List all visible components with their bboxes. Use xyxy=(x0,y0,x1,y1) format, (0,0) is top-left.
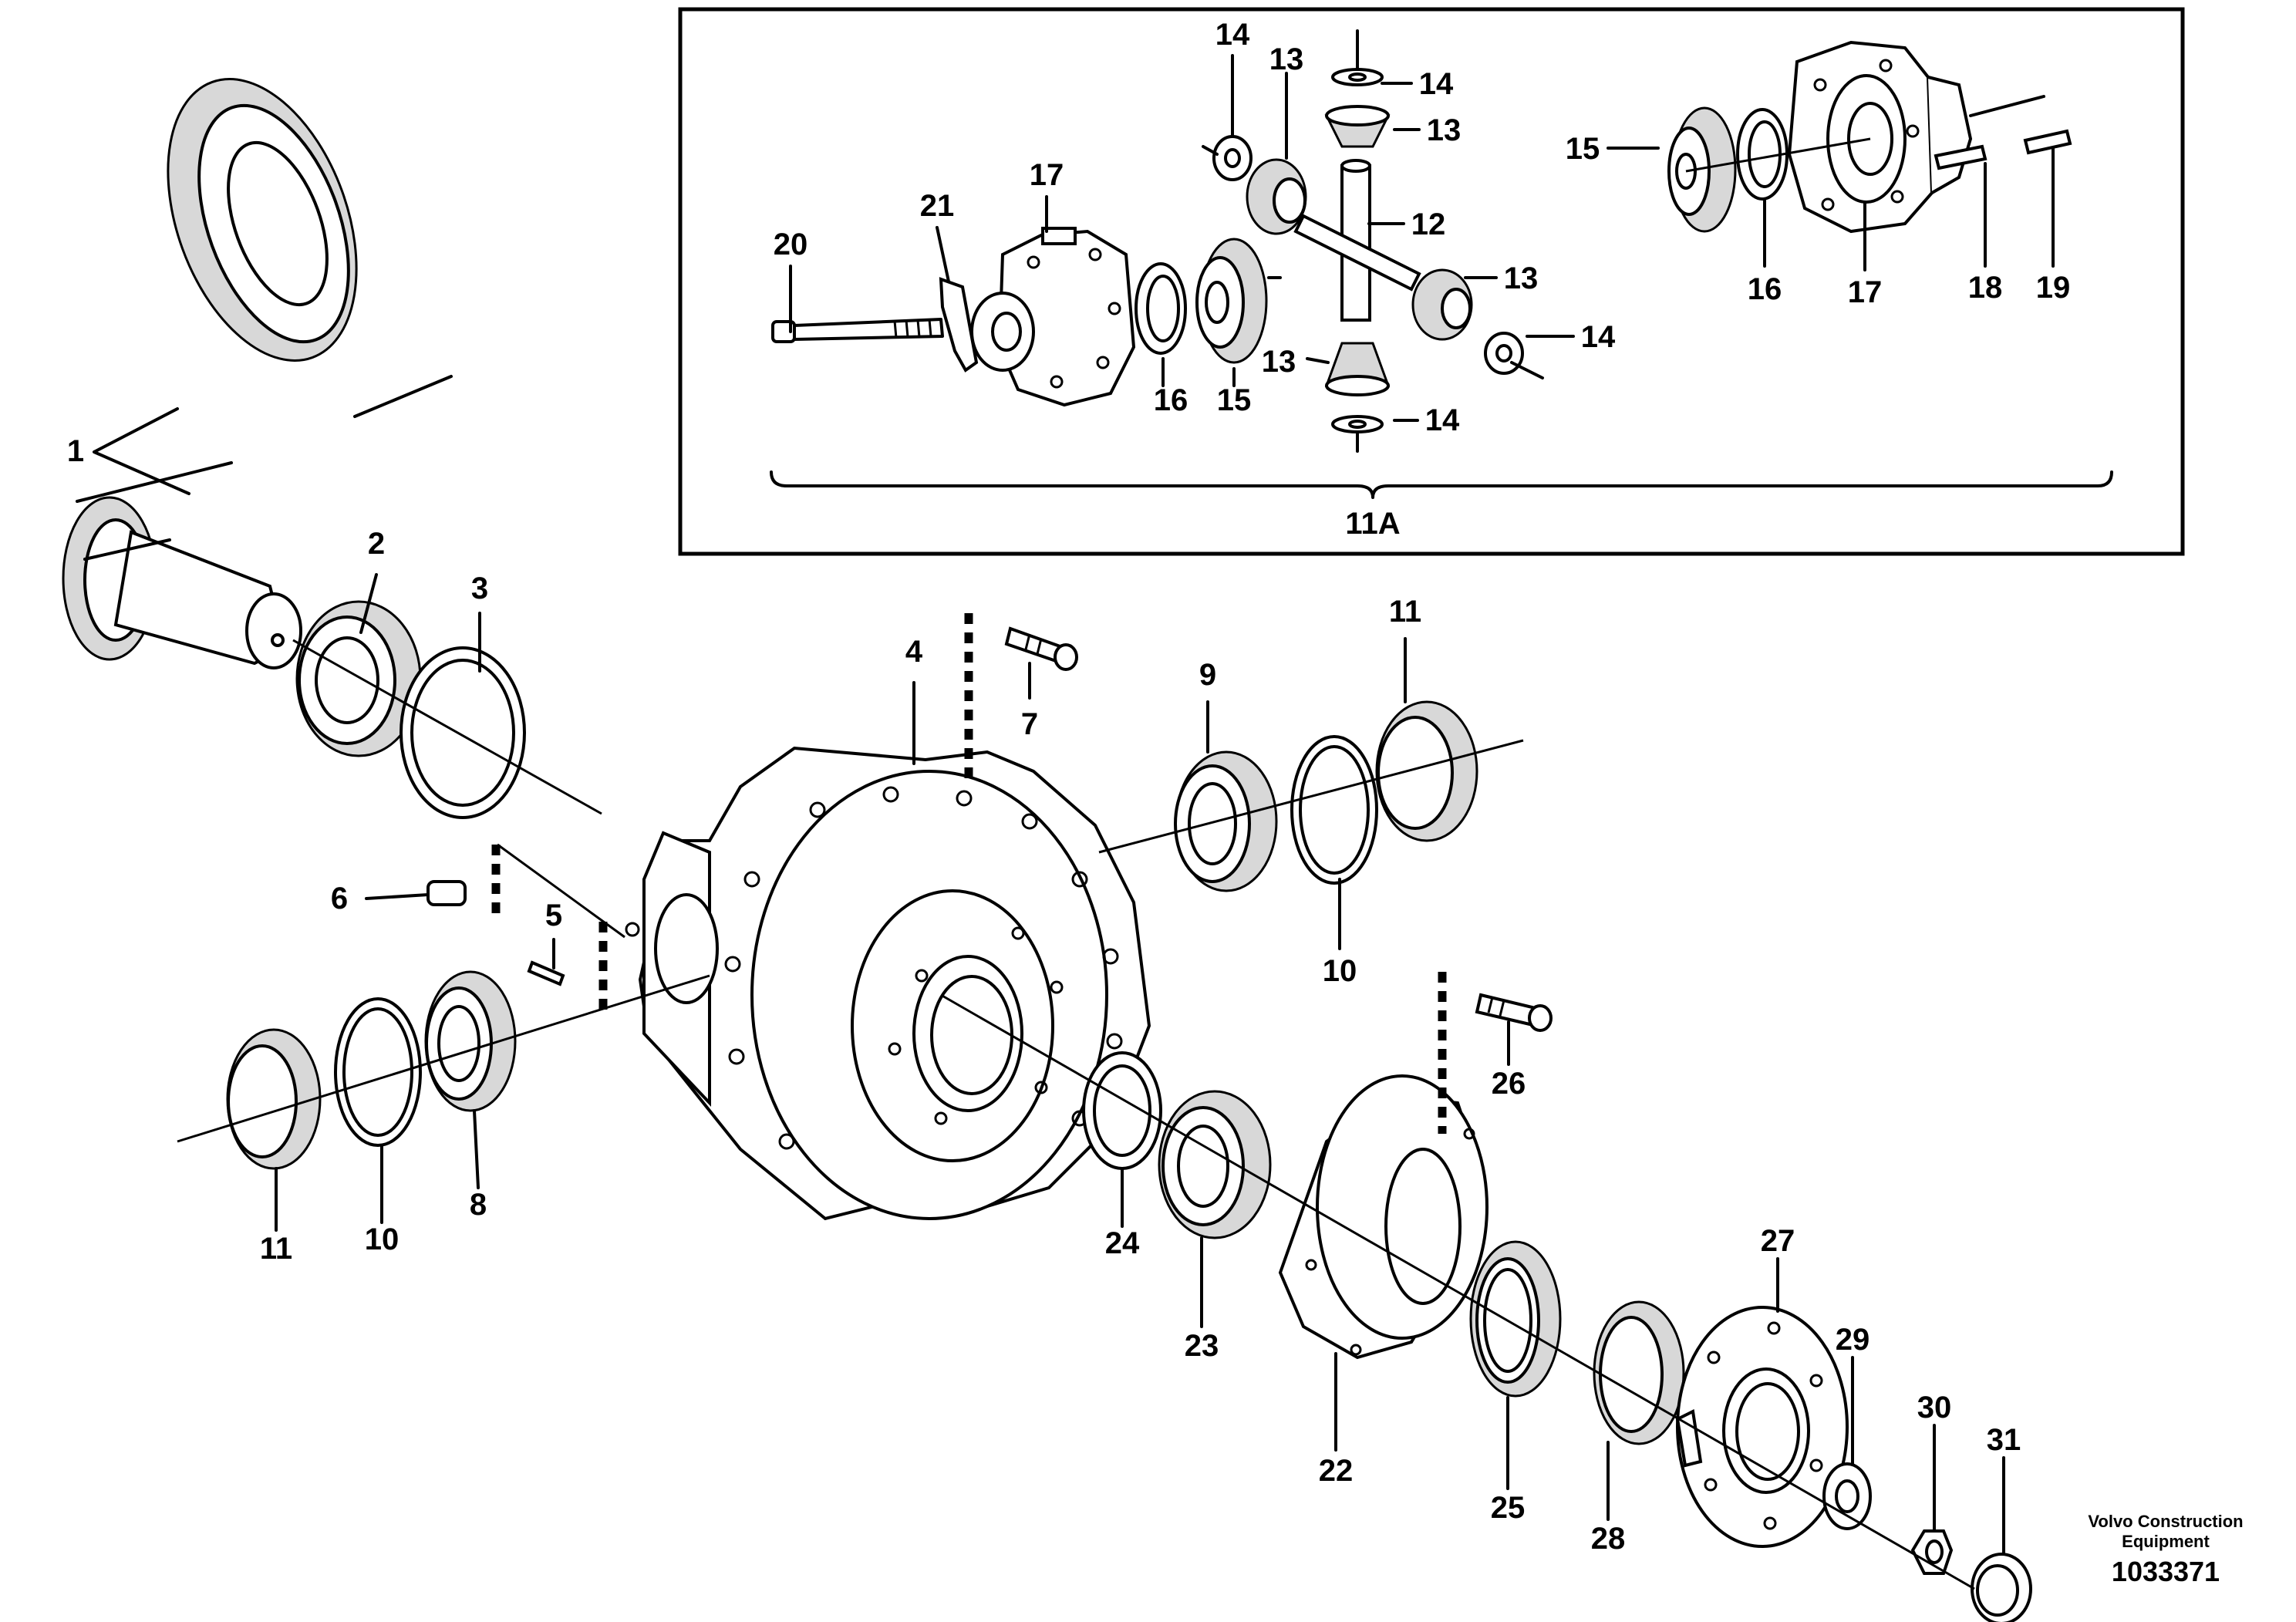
adjusting-nut-11-right xyxy=(1375,700,1478,842)
callout-13-d: 13 xyxy=(1262,345,1296,379)
callout-26: 26 xyxy=(1492,1067,1526,1101)
callout-15-left: 15 xyxy=(1217,383,1252,417)
callout-1: 1 xyxy=(67,434,84,468)
callout-13-b: 13 xyxy=(1427,113,1462,147)
callout-4: 4 xyxy=(905,635,923,669)
washer-29 xyxy=(1822,1462,1872,1530)
shim-ring-3 xyxy=(400,646,526,819)
shim-10-right xyxy=(1290,735,1378,885)
callout-6: 6 xyxy=(331,882,348,916)
dowel-pin-6 xyxy=(426,843,625,939)
lock-plate-21 xyxy=(939,277,979,373)
washer-14-left xyxy=(1202,135,1253,181)
callout-17-left: 17 xyxy=(1030,158,1064,192)
axis-line-output xyxy=(940,993,1975,1590)
pinion-gear-13-left xyxy=(1246,158,1307,235)
bearing-8 xyxy=(424,970,517,1112)
side-gear-15-left xyxy=(1195,238,1282,364)
thrust-washer-16-left xyxy=(1135,262,1187,355)
side-gear-15-right xyxy=(1667,106,1737,233)
thrust-washer-16-right xyxy=(1736,108,1789,201)
callout-30: 30 xyxy=(1917,1391,1952,1425)
callout-8: 8 xyxy=(470,1188,487,1222)
callout-23: 23 xyxy=(1185,1329,1219,1363)
callout-29: 29 xyxy=(1836,1323,1870,1357)
callout-14-a: 14 xyxy=(1215,18,1250,52)
callout-14-b: 14 xyxy=(1419,67,1454,101)
bearing-cover-22 xyxy=(1278,1074,1489,1360)
callout-17-right: 17 xyxy=(1848,275,1883,309)
brand-line-1: Volvo Construction xyxy=(2088,1512,2243,1531)
washer-14-top xyxy=(1331,29,1384,86)
callout-labels: 1 2 3 4 5 6 7 8 9 10 10 11 11 12 13 13 1… xyxy=(67,18,2070,1556)
callout-5: 5 xyxy=(545,899,562,932)
bearing-23 xyxy=(1158,1090,1272,1239)
callout-28: 28 xyxy=(1591,1522,1626,1556)
callout-16-right: 16 xyxy=(1748,272,1782,306)
inset-label: 11A xyxy=(1345,507,1400,541)
pinion-gear-13-right xyxy=(1411,268,1473,341)
callout-13-c: 13 xyxy=(1504,261,1539,295)
callout-15-right: 15 xyxy=(1566,132,1600,166)
brand-line-2: Equipment xyxy=(2122,1532,2210,1551)
pin-19 xyxy=(2023,129,2072,155)
callout-14-c: 14 xyxy=(1581,320,1616,354)
callout-13-a: 13 xyxy=(1269,42,1304,76)
callout-18: 18 xyxy=(1968,271,2003,305)
callout-27: 27 xyxy=(1761,1224,1795,1258)
bearing-race-24 xyxy=(1082,1051,1162,1170)
crown-wheel-and-pinion-1 xyxy=(62,78,453,669)
nut-30 xyxy=(1910,1529,1954,1575)
callout-16-left: 16 xyxy=(1154,383,1188,417)
pin-18 xyxy=(1934,144,1988,170)
cap-31 xyxy=(1971,1553,2032,1622)
seal-ring-28 xyxy=(1593,1300,1685,1445)
callout-14-d: 14 xyxy=(1425,403,1460,437)
flange-27 xyxy=(1675,1306,1849,1548)
axle-housing-4 xyxy=(625,746,1151,1221)
cross-shaft-12 xyxy=(1293,159,1421,322)
footer-brand: Volvo Construction Equipment 1033371 xyxy=(2088,1512,2243,1587)
bearing-9 xyxy=(1174,750,1278,892)
leader-lines xyxy=(275,54,2055,1556)
callout-11-right: 11 xyxy=(1389,595,1421,629)
roll-pin-5 xyxy=(527,922,608,1010)
callout-20: 20 xyxy=(774,228,808,261)
pinion-gear-13-bottom xyxy=(1324,342,1391,396)
inset-differential-box: 11A xyxy=(678,7,2185,556)
document-number: 1033371 xyxy=(2112,1556,2220,1587)
axis-line-right-diff xyxy=(1098,739,1524,854)
callout-25: 25 xyxy=(1491,1491,1526,1525)
callout-10-right: 10 xyxy=(1323,954,1357,988)
callout-31: 31 xyxy=(1987,1423,2021,1457)
callout-9: 9 xyxy=(1199,658,1216,692)
callout-7: 7 xyxy=(1021,707,1038,741)
callout-2: 2 xyxy=(368,527,385,561)
washer-14-right xyxy=(1484,332,1544,379)
axis-line-pinion xyxy=(292,639,602,815)
bearing-2 xyxy=(295,600,422,757)
diff-case-17-left xyxy=(970,227,1136,407)
bolt-20 xyxy=(771,318,944,343)
washer-14-bottom xyxy=(1331,415,1384,453)
callout-3: 3 xyxy=(471,572,488,605)
diff-case-17-right xyxy=(1787,40,2045,234)
pinion-gear-13-top xyxy=(1324,105,1391,148)
callout-24: 24 xyxy=(1105,1226,1140,1260)
bolt-26 xyxy=(1438,972,1553,1134)
shim-10-left xyxy=(334,997,422,1147)
oil-seal-25 xyxy=(1469,1240,1562,1398)
callout-10-left: 10 xyxy=(365,1222,400,1256)
callout-19: 19 xyxy=(2036,271,2071,305)
callout-21: 21 xyxy=(920,189,955,223)
callout-12: 12 xyxy=(1411,207,1446,241)
adjusting-nut-11-left xyxy=(226,1028,322,1170)
axis-line-left-diff xyxy=(177,974,710,1143)
callout-22: 22 xyxy=(1319,1454,1354,1488)
callout-11-left: 11 xyxy=(260,1232,292,1266)
bolt-7 xyxy=(964,613,1078,783)
